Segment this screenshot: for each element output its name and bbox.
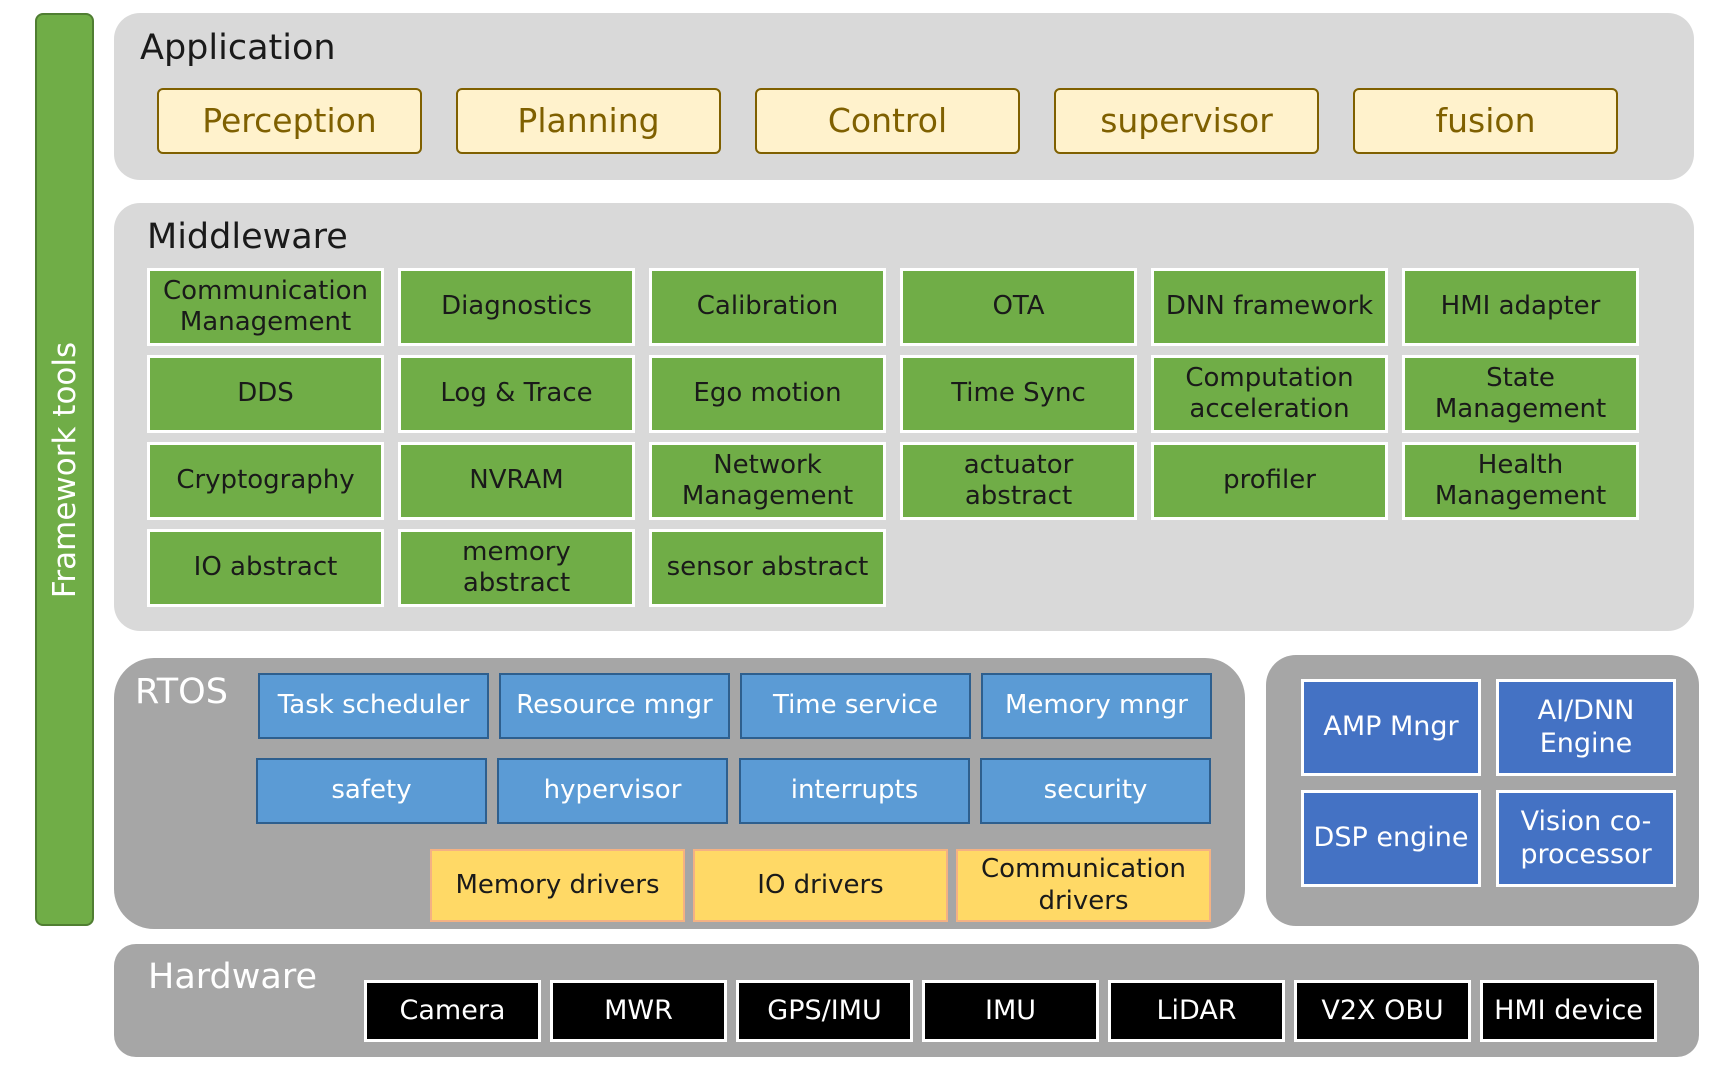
rtos-task-scheduler: Task scheduler	[258, 673, 489, 739]
hardware-title: Hardware	[148, 957, 317, 997]
mw-ego-motion: Ego motion	[649, 355, 886, 433]
hw-hmi-device: HMI device	[1480, 980, 1657, 1042]
mw-memory-abstract: memory abstract	[398, 529, 635, 607]
hw-lidar: LiDAR	[1108, 980, 1285, 1042]
rtos-interrupts: interrupts	[739, 758, 970, 824]
mw-actuator-abstract: actuator abstract	[900, 442, 1137, 520]
rtos-io-drivers: IO drivers	[693, 849, 948, 922]
acc-vision-coprocessor: Vision co- processor	[1496, 790, 1676, 887]
application-title: Application	[140, 28, 336, 68]
mw-communication-management: Communication Management	[147, 268, 384, 346]
mw-profiler: profiler	[1151, 442, 1388, 520]
acc-amp-mngr: AMP Mngr	[1301, 679, 1481, 776]
mw-nvram: NVRAM	[398, 442, 635, 520]
app-supervisor: supervisor	[1054, 88, 1319, 154]
mw-time-sync: Time Sync	[900, 355, 1137, 433]
rtos-security: security	[980, 758, 1211, 824]
framework-tools-label: Framework tools	[46, 341, 83, 598]
rtos-communication-drivers: Communication drivers	[956, 849, 1211, 922]
mw-sensor-abstract: sensor abstract	[649, 529, 886, 607]
acc-dsp-engine: DSP engine	[1301, 790, 1481, 887]
hw-v2x-obu: V2X OBU	[1294, 980, 1471, 1042]
hw-camera: Camera	[364, 980, 541, 1042]
hw-imu: IMU	[922, 980, 1099, 1042]
mw-diagnostics: Diagnostics	[398, 268, 635, 346]
mw-calibration: Calibration	[649, 268, 886, 346]
rtos-title: RTOS	[135, 672, 228, 712]
mw-cryptography: Cryptography	[147, 442, 384, 520]
mw-ota: OTA	[900, 268, 1137, 346]
mw-io-abstract: IO abstract	[147, 529, 384, 607]
app-perception: Perception	[157, 88, 422, 154]
mw-network-management: Network Management	[649, 442, 886, 520]
rtos-safety: safety	[256, 758, 487, 824]
app-planning: Planning	[456, 88, 721, 154]
mw-dds: DDS	[147, 355, 384, 433]
mw-computation-acceleration: Computation acceleration	[1151, 355, 1388, 433]
mw-state-management: State Management	[1402, 355, 1639, 433]
rtos-resource-mngr: Resource mngr	[499, 673, 730, 739]
acc-ai-dnn-engine: AI/DNN Engine	[1496, 679, 1676, 776]
hw-mwr: MWR	[550, 980, 727, 1042]
mw-hmi-adapter: HMI adapter	[1402, 268, 1639, 346]
rtos-hypervisor: hypervisor	[497, 758, 728, 824]
rtos-time-service: Time service	[740, 673, 971, 739]
framework-tools-bar: Framework tools	[35, 13, 94, 926]
hw-gps-imu: GPS/IMU	[736, 980, 913, 1042]
rtos-memory-drivers: Memory drivers	[430, 849, 685, 922]
mw-health-management: Health Management	[1402, 442, 1639, 520]
rtos-memory-mngr: Memory mngr	[981, 673, 1212, 739]
mw-dnn-framework: DNN framework	[1151, 268, 1388, 346]
mw-log-trace: Log & Trace	[398, 355, 635, 433]
app-fusion: fusion	[1353, 88, 1618, 154]
app-control: Control	[755, 88, 1020, 154]
middleware-title: Middleware	[147, 217, 348, 257]
